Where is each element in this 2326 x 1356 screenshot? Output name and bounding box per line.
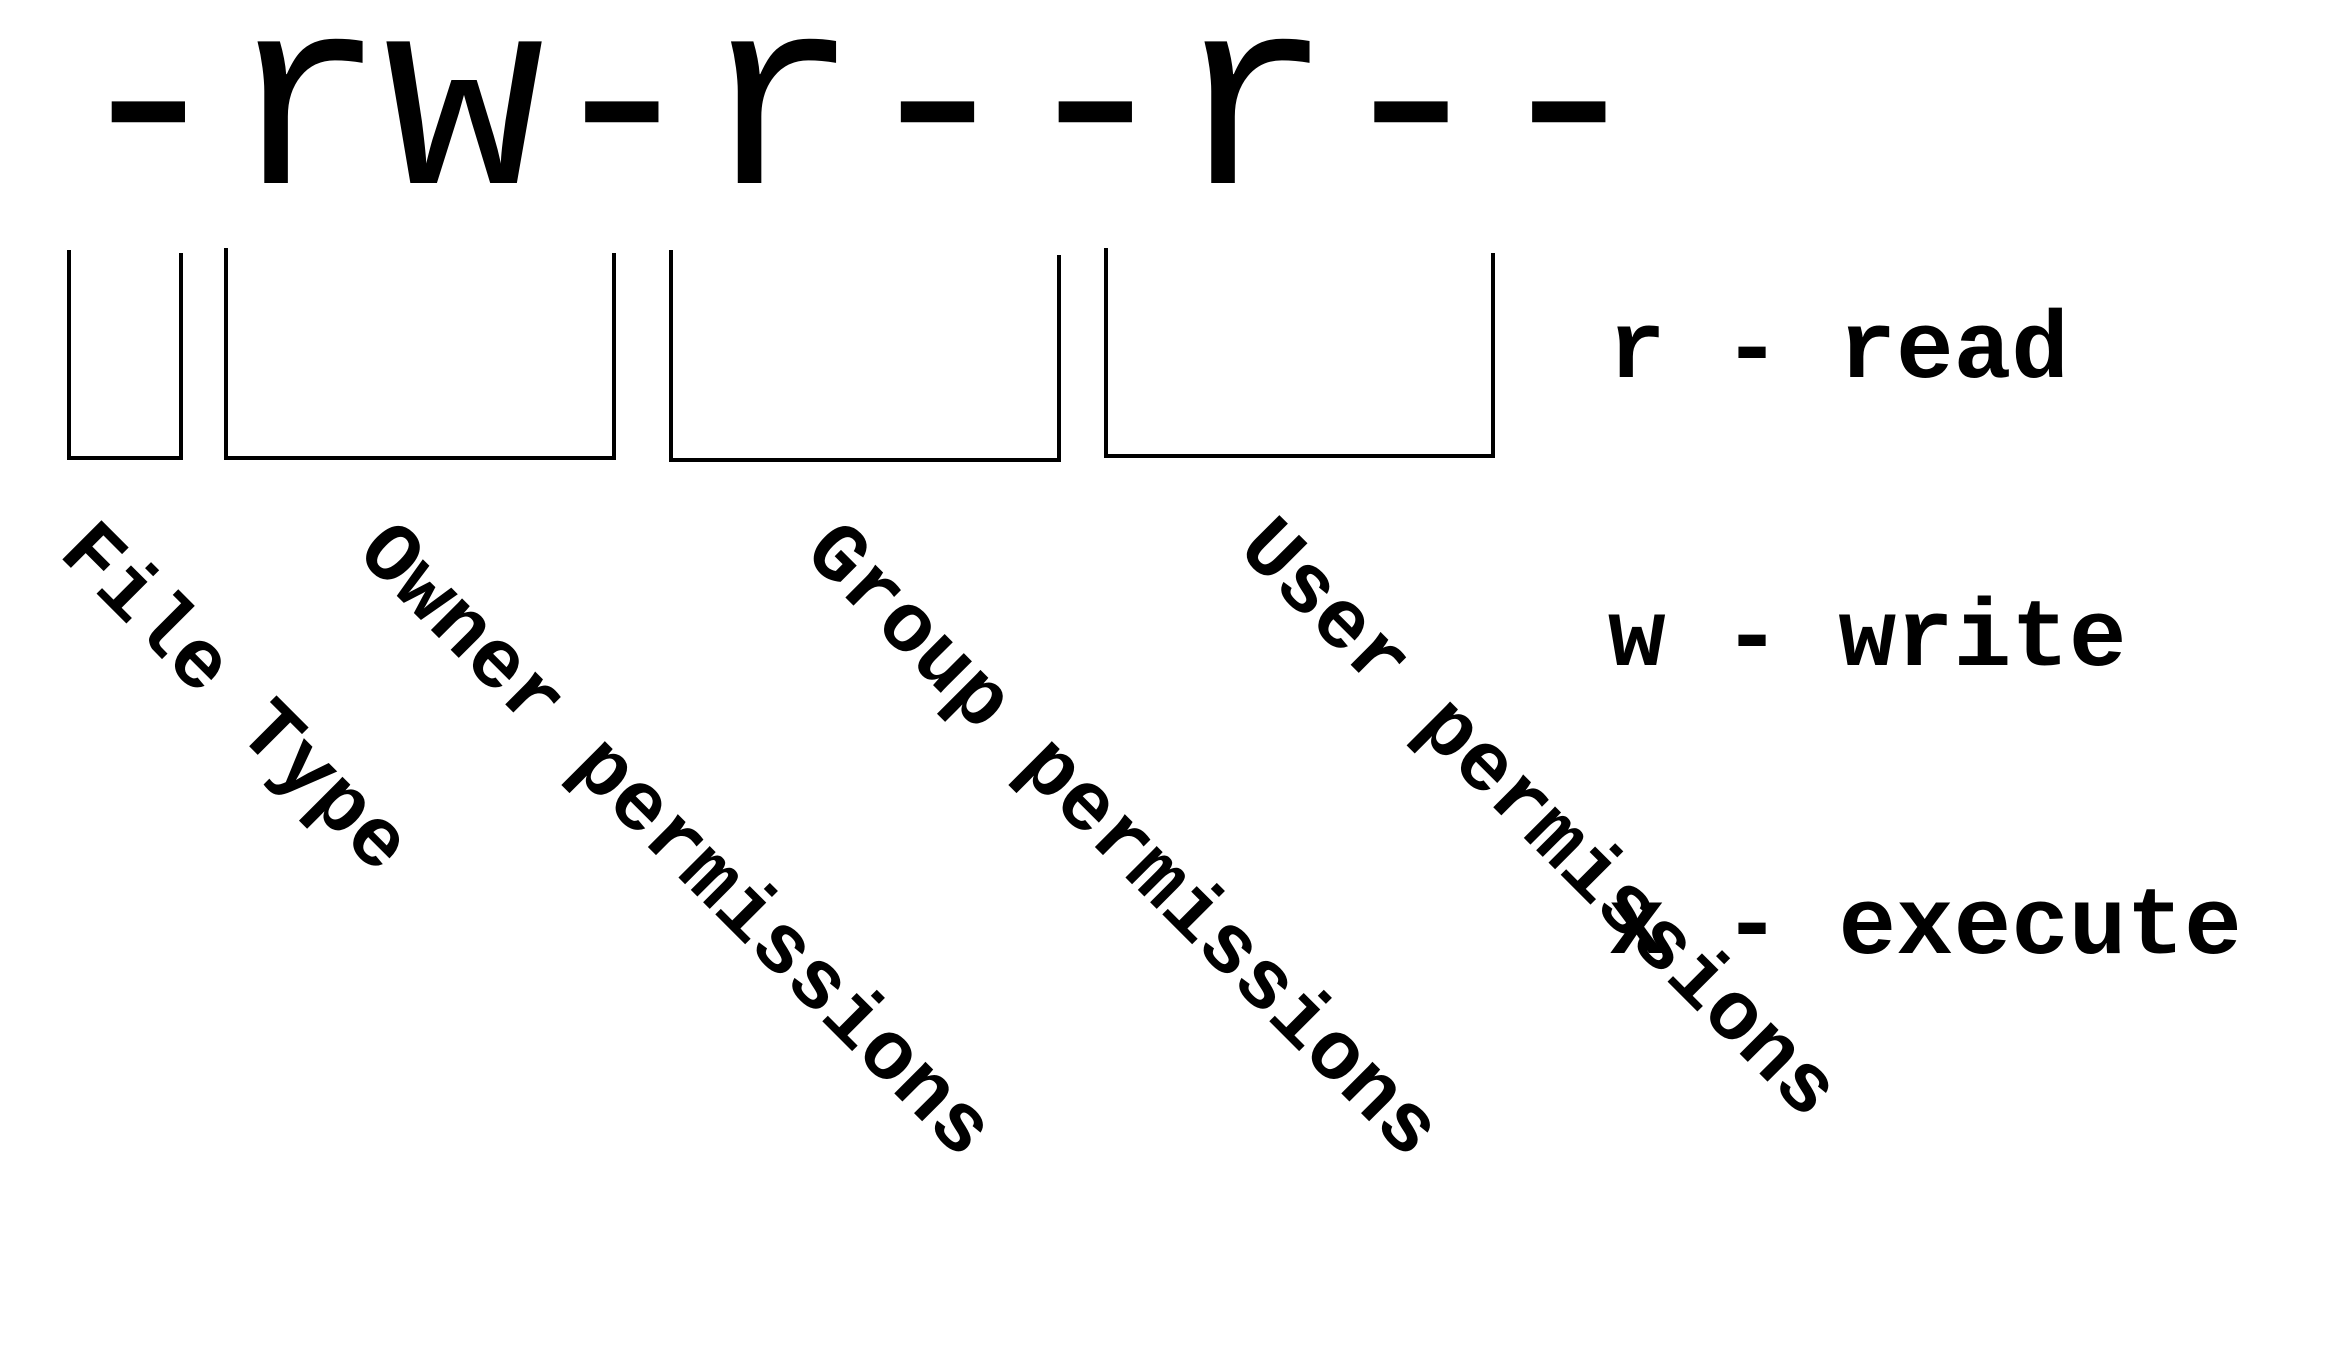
permission-legend: r - read w - write x - execute [1608,112,2242,1168]
user-bracket [1104,248,1495,458]
permission-string: -rw-r--r-- [68,0,1649,264]
legend-execute: x - execute [1608,873,2242,982]
legend-write: w - write [1608,585,2127,694]
owner-bracket [224,248,616,460]
group-bracket [669,250,1061,462]
file-type-bracket [67,250,183,460]
legend-read: r - read [1608,297,2069,406]
